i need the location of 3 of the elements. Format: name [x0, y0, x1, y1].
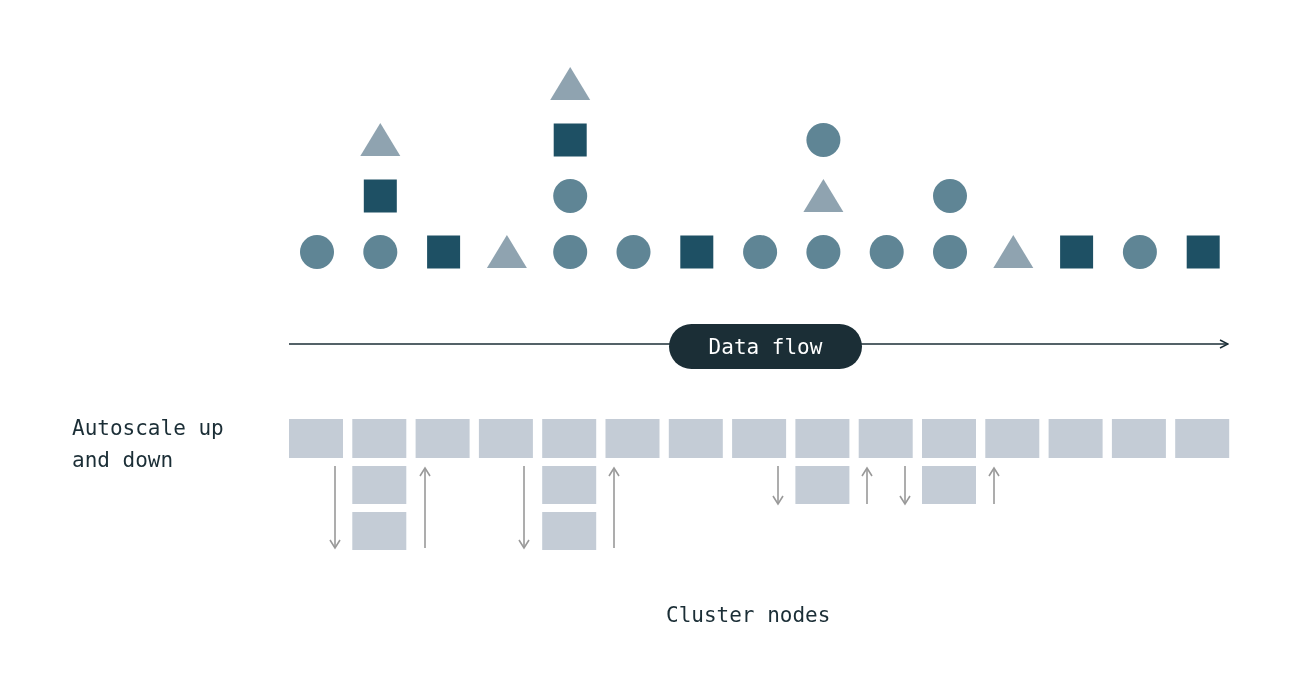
caption-text: Cluster nodes [666, 602, 832, 629]
side-note: Autoscale up and down [72, 415, 225, 474]
label-pill: Data flow [669, 324, 862, 369]
